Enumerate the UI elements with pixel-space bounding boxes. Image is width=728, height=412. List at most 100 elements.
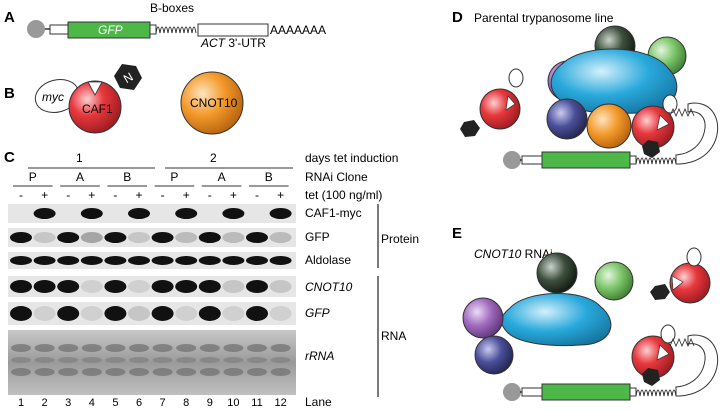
band xyxy=(175,232,198,243)
tet-sign-2: + xyxy=(41,188,48,202)
row-label-tet: tet (100 ng/ml) xyxy=(305,188,382,202)
panel-label-e: E xyxy=(452,225,462,242)
b-boxes-icon xyxy=(155,26,197,34)
band xyxy=(222,232,245,243)
blot-label-5: GFP xyxy=(305,306,330,320)
blot-label-1: CAF1-myc xyxy=(305,206,362,220)
band xyxy=(33,208,56,219)
band xyxy=(269,256,292,265)
tet-sign-1: - xyxy=(19,188,23,202)
band xyxy=(128,306,150,321)
deadenylase-complex-parental xyxy=(546,25,687,158)
lane-number-12: 12 xyxy=(274,397,286,409)
lane-number-7: 7 xyxy=(160,397,166,409)
caf1-active-site-icon xyxy=(87,81,103,96)
caf1-label: CAF1 xyxy=(82,102,113,116)
tet-sign-3: - xyxy=(66,188,70,202)
myc-label: myc xyxy=(42,90,64,104)
clone-label-4: P xyxy=(170,170,178,184)
utr-box xyxy=(197,23,269,37)
band xyxy=(57,232,80,243)
band xyxy=(222,208,245,219)
band xyxy=(246,256,268,265)
lane-label: Lane xyxy=(305,395,332,409)
band xyxy=(104,232,127,243)
lane-number-5: 5 xyxy=(112,397,118,409)
band xyxy=(33,306,56,321)
band xyxy=(198,256,221,265)
band xyxy=(222,306,245,321)
tet-row: -+-+-+-+-+-+ xyxy=(19,188,284,202)
lane-number-9: 9 xyxy=(207,397,213,409)
band xyxy=(175,256,198,265)
band xyxy=(33,256,56,265)
blot-strips xyxy=(8,204,296,395)
band xyxy=(33,232,56,243)
partial-complex-rnai xyxy=(462,252,634,375)
cap-icon xyxy=(27,20,45,38)
blot-cnot10-rna xyxy=(8,276,296,297)
band xyxy=(198,232,221,243)
free-caf1-parental xyxy=(460,68,524,137)
blot-rrna xyxy=(8,330,296,395)
cnot10-label: CNOT10 xyxy=(190,96,238,110)
band xyxy=(104,256,127,265)
band xyxy=(104,280,127,293)
band xyxy=(80,306,103,321)
band xyxy=(151,306,174,321)
band xyxy=(198,306,221,321)
free-caf1-rnai-top xyxy=(650,247,711,304)
band xyxy=(175,208,198,219)
blot-label-2: GFP xyxy=(305,230,330,244)
tet-sign-6: + xyxy=(135,188,142,202)
protein-label: Protein xyxy=(381,232,419,246)
band xyxy=(246,306,268,321)
blot-gfp-protein xyxy=(8,228,296,247)
band xyxy=(222,256,245,265)
band xyxy=(57,306,80,321)
lane-number-4: 4 xyxy=(89,397,95,409)
band xyxy=(246,280,268,293)
lane-number-2: 2 xyxy=(42,397,48,409)
tet-sign-12: + xyxy=(277,188,284,202)
panel-label-b: B xyxy=(4,85,15,102)
mrna-reporter-rnai xyxy=(503,324,719,401)
panel-label-a: A xyxy=(4,9,15,26)
row-label-clone: RNAi Clone xyxy=(305,170,368,184)
panel-e-title: CNOT10 RNAi xyxy=(474,247,553,261)
band xyxy=(175,306,198,321)
band xyxy=(10,280,32,293)
polya-tail: AAAAAAA xyxy=(270,23,326,37)
lane-number-10: 10 xyxy=(227,397,239,409)
band xyxy=(128,256,150,265)
tet-sign-8: + xyxy=(183,188,190,202)
clone-label-2: A xyxy=(76,170,84,184)
tet-sign-4: + xyxy=(88,188,95,202)
clone-label-1: P xyxy=(29,170,37,184)
lane-number-8: 8 xyxy=(183,397,189,409)
clone-label-5: A xyxy=(218,170,226,184)
band xyxy=(269,306,292,321)
lane-number-6: 6 xyxy=(136,397,142,409)
blot-aldolase xyxy=(8,252,296,269)
band xyxy=(151,280,174,293)
band xyxy=(151,232,174,243)
blot-caf1-myc xyxy=(8,204,296,223)
blot-gfp-rna xyxy=(8,302,296,325)
group-label-1: 1 xyxy=(76,151,83,165)
mrna-reporter-parental xyxy=(503,102,719,169)
band xyxy=(10,306,32,321)
blot-label-4: CNOT10 xyxy=(305,280,353,294)
tet-sign-7: - xyxy=(161,188,165,202)
clone-label-3: B xyxy=(123,170,131,184)
lane-number-11: 11 xyxy=(251,397,262,409)
band xyxy=(246,232,268,243)
tet-sign-10: + xyxy=(230,188,237,202)
panel-d-title: Parental trypanosome line xyxy=(474,11,614,25)
caf1-protein xyxy=(68,80,122,134)
band xyxy=(128,208,150,219)
lane-number-3: 3 xyxy=(65,397,71,409)
